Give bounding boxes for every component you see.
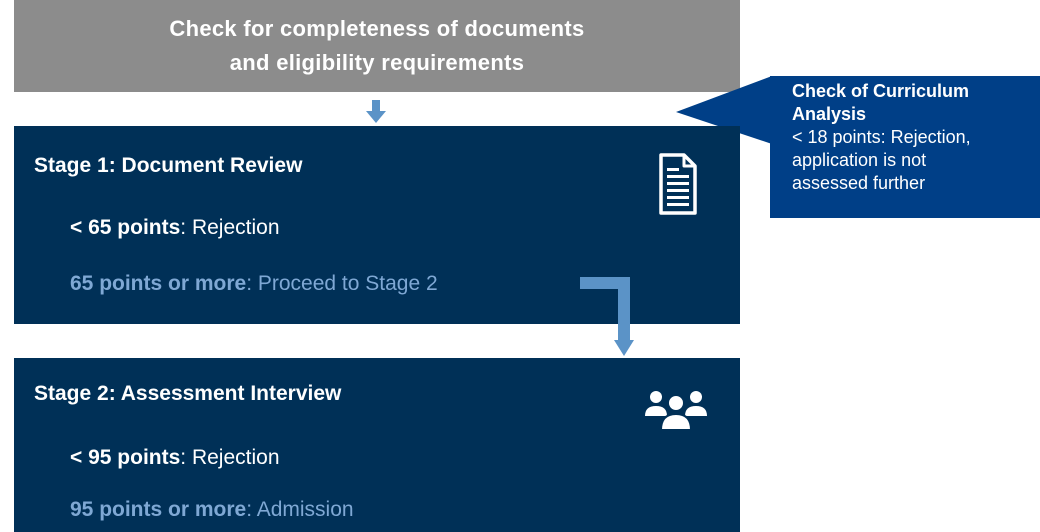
stage2-reject-line: < 95 points: Rejection: [70, 446, 280, 470]
down-arrow-icon: [366, 100, 386, 123]
callout-pointer: [676, 76, 772, 144]
stage2-reject-text: : Rejection: [180, 446, 280, 469]
stage1-reject-text: : Rejection: [180, 216, 280, 239]
eligibility-check-box: Check for completeness of documents and …: [14, 0, 740, 92]
stage2-admit-text: : Admission: [246, 498, 354, 521]
document-icon: [659, 153, 697, 215]
callout-body-line1: < 18 points: Rejection,: [792, 127, 971, 147]
stage1-reject-line: < 65 points: Rejection: [70, 216, 280, 240]
stage1-proceed-text: : Proceed to Stage 2: [246, 272, 438, 295]
elbow-arrow-icon: [580, 277, 634, 356]
stage2-title: Stage 2: Assessment Interview: [34, 382, 342, 405]
stage1-reject-points: < 65 points: [70, 216, 181, 239]
stage1-proceed-line: 65 points or more: Proceed to Stage 2: [70, 272, 438, 296]
stage1-title: Stage 1: Document Review: [34, 154, 303, 177]
stage2-reject-points: < 95 points: [70, 446, 181, 469]
callout-body-line2: application is not: [792, 150, 927, 170]
eligibility-check-line2: and eligibility requirements: [229, 50, 525, 75]
stage2-box: Stage 2: Assessment Interview < 95 point…: [14, 358, 740, 532]
people-icon: [645, 391, 707, 431]
stage2-admit-line: 95 points or more: Admission: [70, 498, 354, 522]
callout-title-line2: Analysis: [792, 104, 867, 124]
stage2-admit-points: 95 points or more: [70, 498, 247, 521]
callout-body-line3: assessed further: [792, 173, 926, 193]
eligibility-check-line1: Check for completeness of documents: [169, 16, 585, 41]
stage1-proceed-points: 65 points or more: [70, 272, 247, 295]
callout-title-line1: Check of Curriculum: [792, 81, 970, 101]
curriculum-analysis-callout: Check of Curriculum Analysis < 18 points…: [770, 76, 1040, 218]
